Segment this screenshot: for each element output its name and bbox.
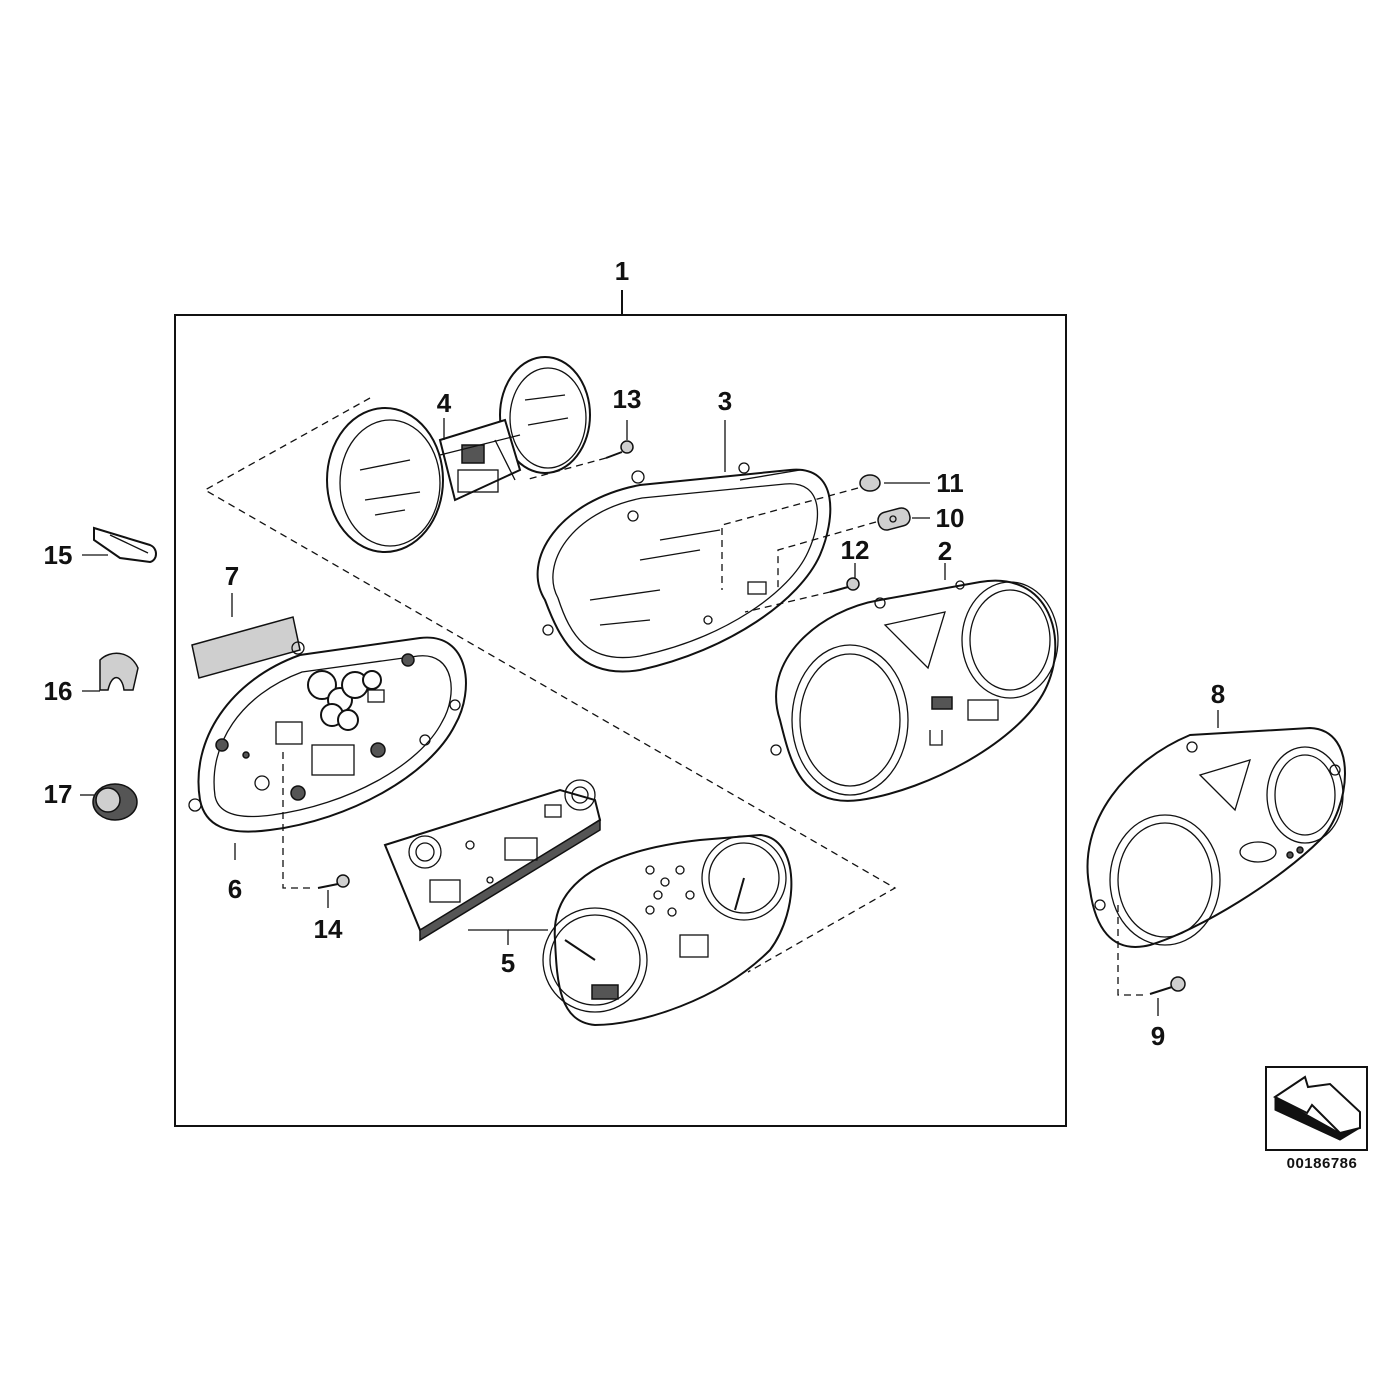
callout-4: 4 (437, 388, 452, 418)
screw-part-9 (1149, 976, 1186, 995)
grommet-alignment (721, 487, 859, 590)
assembly-frame (174, 314, 1067, 1127)
diagram-reference-number: 00186786 (1287, 1155, 1358, 1172)
callout-8: 8 (1211, 679, 1225, 709)
callout-5: 5 (501, 948, 515, 978)
grommet-part-17 (92, 783, 138, 821)
callout-9: 9 (1151, 1021, 1165, 1051)
circuit-board-part (383, 779, 602, 942)
clamp-part-16 (99, 652, 139, 691)
rear-housing-part (188, 636, 467, 833)
screw-alignment-13 (524, 457, 607, 481)
callout-14: 14 (314, 914, 343, 944)
subassembly-boundary (203, 397, 897, 973)
screw-part-13 (605, 440, 634, 459)
clip-part-15 (93, 526, 157, 564)
grommet-part-11 (859, 474, 881, 492)
callout-10: 10 (936, 503, 965, 533)
screw-alignment-12 (744, 591, 831, 613)
callout-17: 17 (44, 779, 73, 809)
bracket-alignment (777, 521, 877, 590)
leader-line-5a (468, 929, 509, 945)
gauge-housing-part (326, 356, 591, 553)
orientation-box (1265, 1066, 1368, 1151)
strip-part-7 (191, 616, 301, 679)
callout-13: 13 (613, 384, 642, 414)
screw-part-14 (317, 874, 350, 889)
screw-alignment-14 (282, 752, 312, 889)
callout-11: 11 (936, 468, 964, 498)
screw-alignment-9 (1117, 905, 1145, 996)
callout-15: 15 (44, 540, 73, 570)
screw-part-12 (829, 577, 860, 593)
instrument-dial-part (542, 833, 793, 1027)
callout-6: 6 (228, 874, 242, 904)
callout-2: 2 (938, 536, 952, 566)
arrow-icon (1273, 1075, 1361, 1141)
callout-1: 1 (615, 256, 629, 286)
callout-3: 3 (718, 386, 732, 416)
inner-bezel-part (770, 579, 1059, 802)
outer-bezel-part (1086, 726, 1346, 948)
bracket-part-10 (877, 507, 911, 531)
callout-7: 7 (225, 561, 239, 591)
glass-cover-part (536, 462, 832, 673)
callout-12: 12 (841, 535, 870, 565)
callout-16: 16 (44, 676, 73, 706)
